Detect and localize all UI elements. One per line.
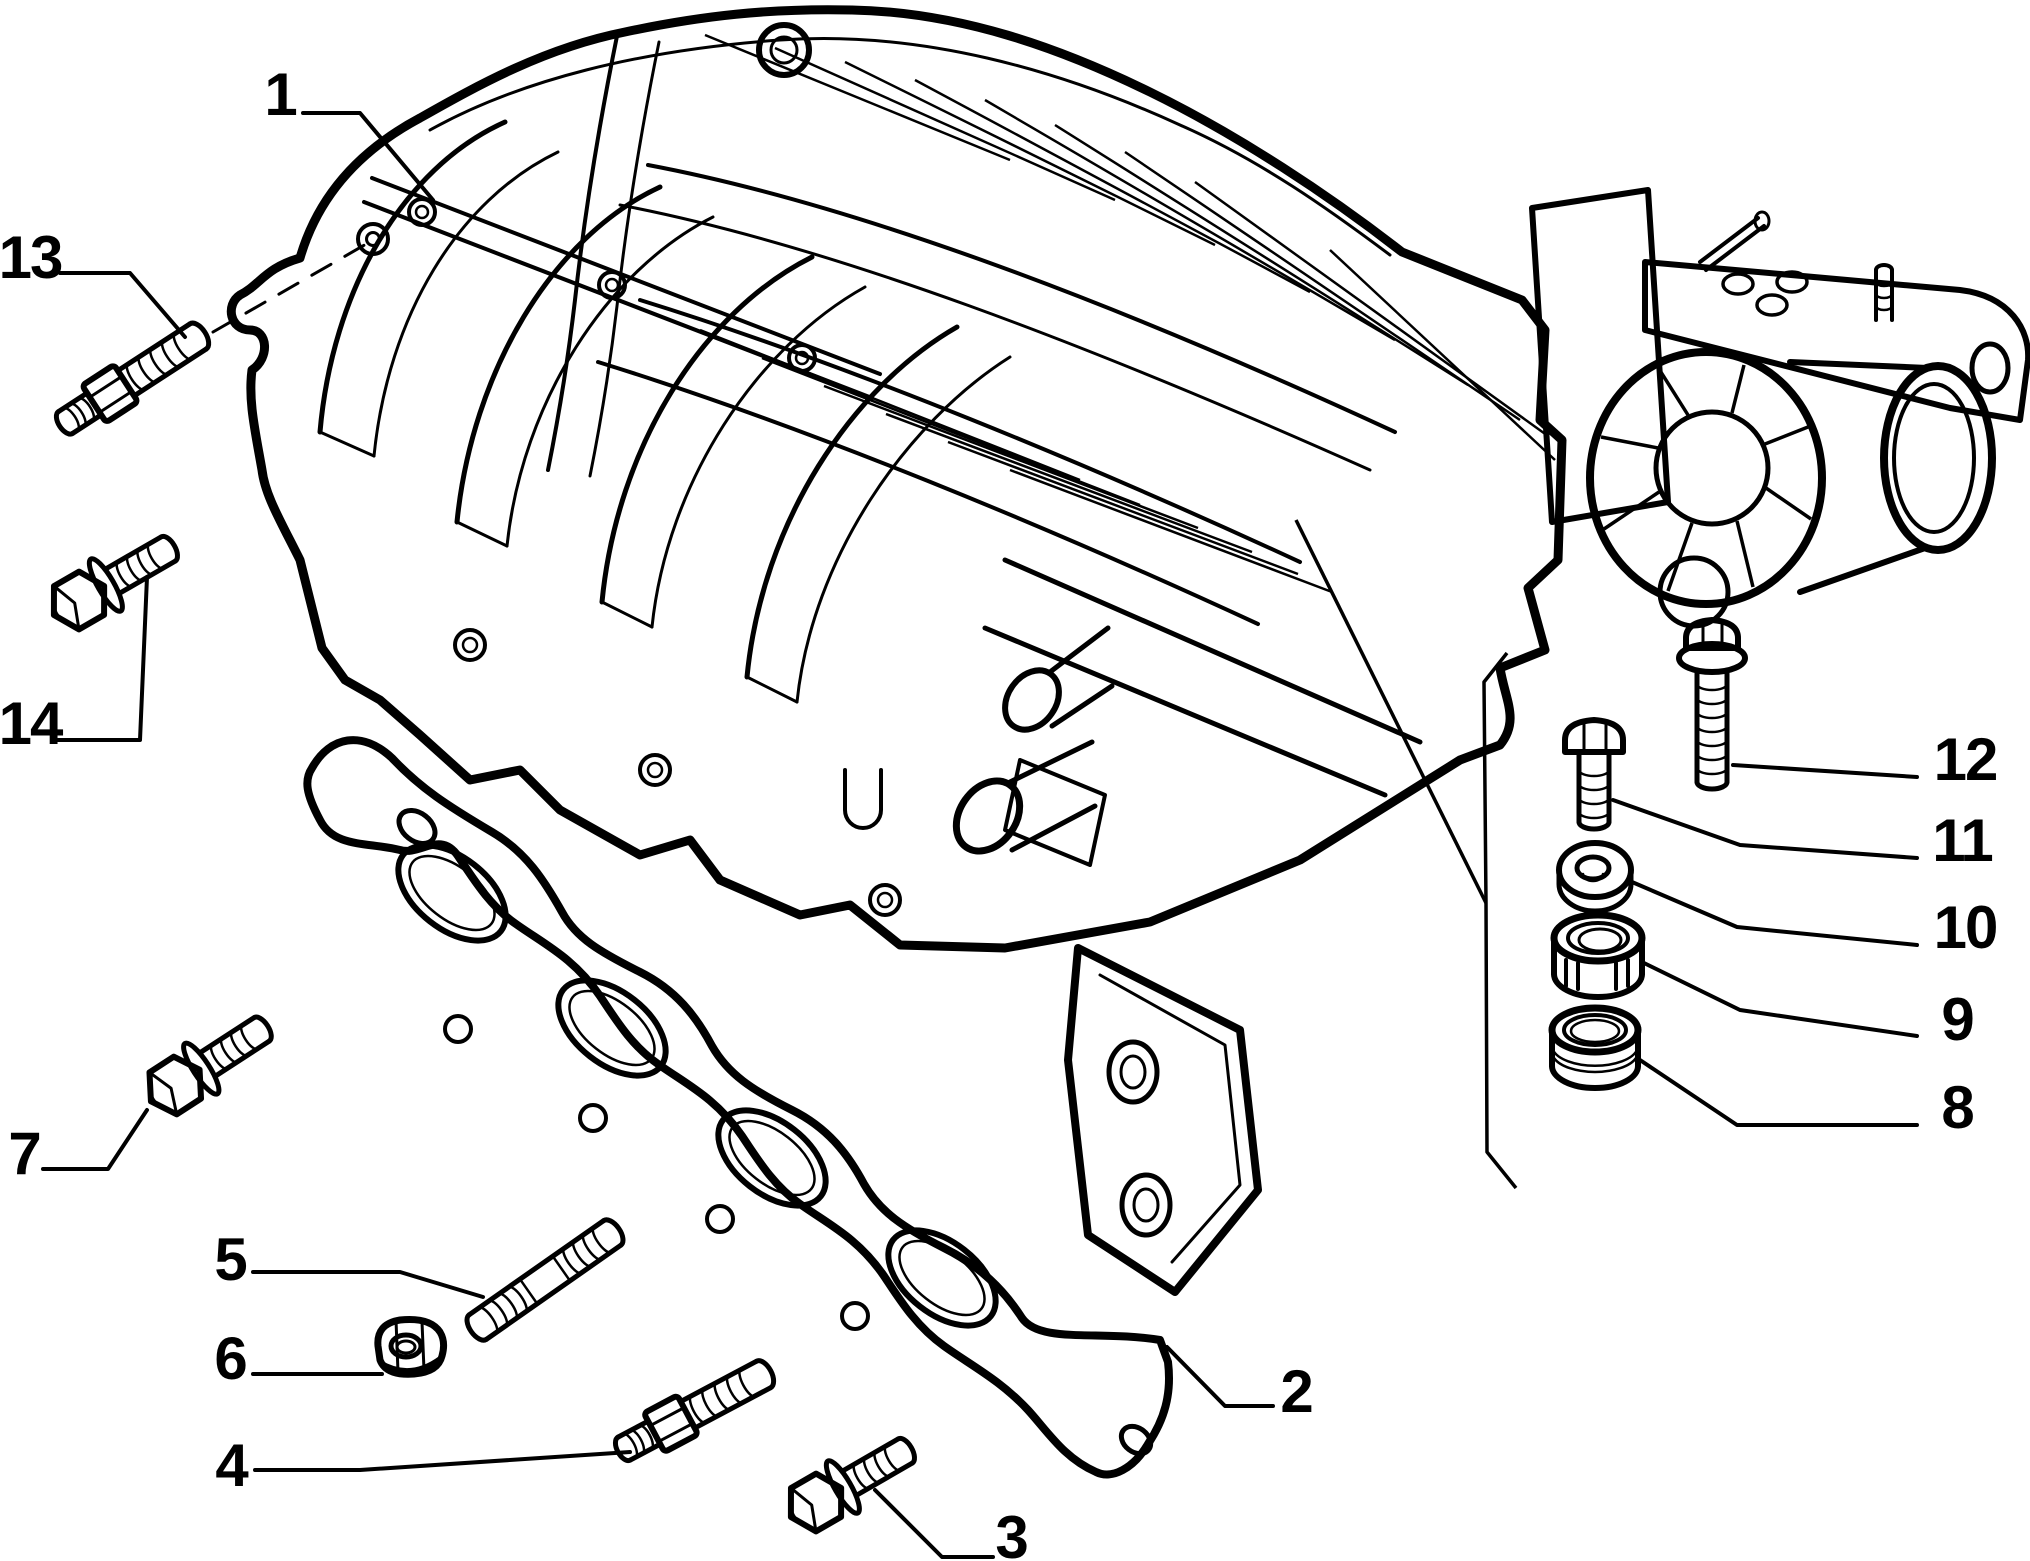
pocket <box>1003 758 1107 867</box>
vacuum-ports <box>952 625 1115 855</box>
callout-label-13: 13 <box>0 224 62 291</box>
throttle-barrel <box>1880 362 1996 554</box>
leader-2 <box>1165 1345 1275 1408</box>
flange-bosses <box>453 628 902 917</box>
leader-14 <box>56 575 149 742</box>
u-notch <box>843 768 883 830</box>
callout-label-9: 9 <box>1941 986 1973 1053</box>
callout-label-3: 3 <box>995 1504 1027 1561</box>
mounting-rail <box>362 176 882 400</box>
leader-10 <box>1630 880 1919 947</box>
top-face-hatching <box>704 33 1556 461</box>
leader-8 <box>1638 1058 1919 1127</box>
region-pointer <box>1294 519 1518 1190</box>
gasket-ports <box>395 842 999 1329</box>
callout-label-2: 2 <box>1280 1358 1311 1425</box>
callout-label-8: 8 <box>1941 1074 1973 1141</box>
stud-13 <box>48 314 217 445</box>
callout-label-7: 7 <box>8 1120 39 1187</box>
bolt-14 <box>39 520 189 641</box>
collet-9 <box>1550 911 1646 1000</box>
leader-5 <box>251 1270 485 1299</box>
leader-1 <box>301 111 435 202</box>
callout-label-6: 6 <box>214 1325 246 1392</box>
tps-spokes <box>1600 364 1812 592</box>
manifold-gasket <box>303 736 1173 1479</box>
callout-label-14: 14 <box>0 690 64 757</box>
assembly-axis-dashed <box>211 241 370 334</box>
flange-nut-6 <box>374 1316 448 1378</box>
leader-lines <box>41 111 1919 1559</box>
callout-label-11: 11 <box>1932 807 1992 874</box>
throttle-body <box>1529 187 2030 629</box>
linkage-rod <box>1698 210 1771 272</box>
leader-13 <box>58 271 187 339</box>
callout-label-4: 4 <box>215 1432 249 1499</box>
callout-label-1: 1 <box>264 61 296 128</box>
callout-label-10: 10 <box>1934 894 1997 961</box>
callout-label-12: 12 <box>1934 726 1997 793</box>
stud-boss <box>356 222 390 256</box>
bolt-3 <box>776 1422 926 1543</box>
mid-band-hatching <box>699 328 1333 594</box>
throttle-stud <box>1874 263 1894 322</box>
callout-label-5: 5 <box>214 1226 246 1293</box>
leader-12 <box>1731 763 1919 779</box>
stud-4 <box>608 1351 781 1471</box>
leader-7 <box>41 1108 149 1171</box>
leader-4 <box>253 1450 632 1472</box>
leader-11 <box>1611 798 1919 860</box>
mounting-foot <box>1064 944 1262 1296</box>
stud-5 <box>464 1217 626 1343</box>
leader-9 <box>1642 961 1919 1038</box>
throttle-bore <box>1653 409 1771 527</box>
bolt-7 <box>135 1000 284 1126</box>
bolt-12 <box>1676 617 1748 792</box>
gasket-bolt-holes <box>396 807 1154 1457</box>
bolt-11 <box>1562 717 1626 832</box>
bushing-8 <box>1548 1004 1642 1091</box>
leader-3 <box>873 1488 995 1559</box>
intake-manifold <box>226 5 1567 1296</box>
top-bracket <box>1642 259 2030 423</box>
washer-10 <box>1556 840 1634 914</box>
